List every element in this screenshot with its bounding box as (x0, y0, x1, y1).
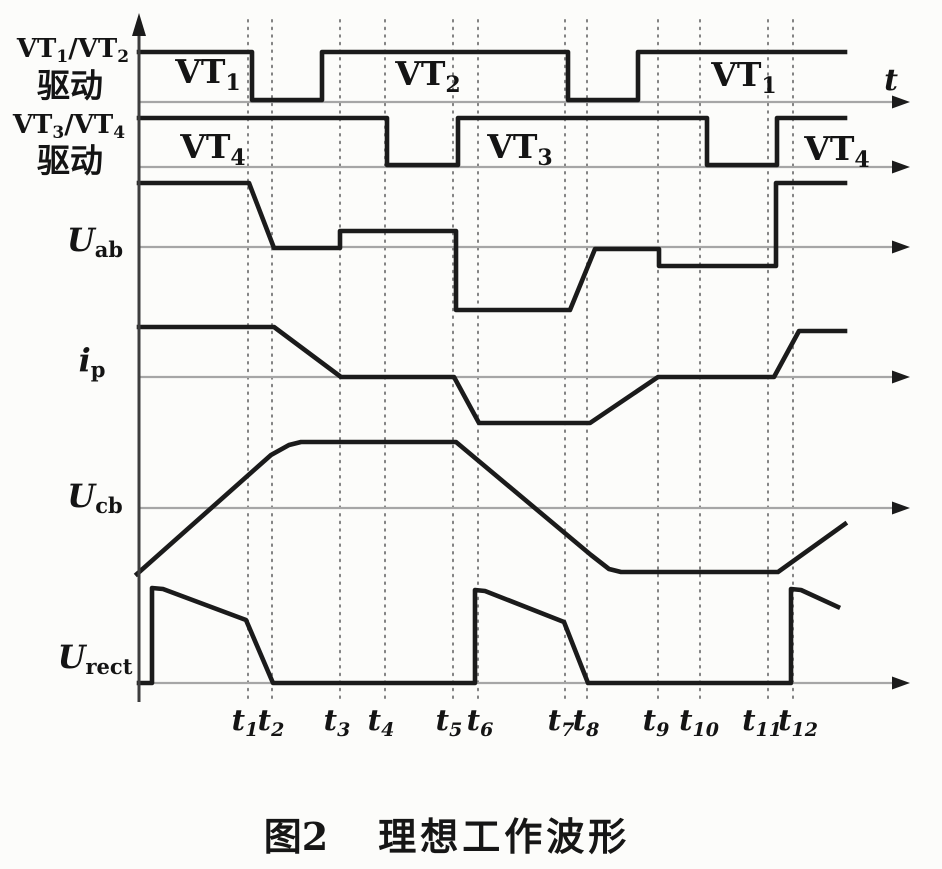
signal-label-u-cb: Ucb (67, 477, 122, 518)
row-u-rect: Urect (58, 585, 910, 690)
tick-label-t11: t11 (742, 703, 782, 741)
caption-title: 理想工作波形 (378, 814, 631, 859)
signal-label-vt1-vt2-drive: VT1/VT2 (16, 34, 129, 67)
row-u-ab: Uab (67, 180, 910, 313)
time-axis-arrow-icon (892, 676, 910, 690)
trace-i-p (136, 324, 848, 426)
tick-label-t5: t5 (436, 703, 463, 741)
tick-label-t12: t12 (778, 703, 818, 741)
signal-label-u-ab: Uab (67, 221, 123, 262)
tick-label-t4: t4 (368, 703, 395, 741)
trace-vt3-vt4-drive (136, 115, 848, 168)
tick-label-t7: t7 (548, 703, 575, 741)
time-axis-arrow-icon (892, 370, 910, 384)
figure-caption: 图2 理想工作波形 (0, 806, 918, 861)
annotation-vt1-vt2-drive-2: VT1 (710, 55, 776, 99)
time-axis-arrow-icon (892, 501, 910, 515)
caption-number: 图2 (263, 814, 329, 859)
signal-label-u-rect: Urect (58, 638, 133, 679)
annotation-vt1-vt2-drive-1: VT2 (394, 54, 460, 98)
tick-label-t6: t6 (467, 703, 494, 741)
tick-label-t9: t9 (643, 703, 670, 741)
trace-u-rect (136, 585, 842, 686)
vertical-axis-arrow-icon (132, 13, 146, 36)
trace-u-cb (133, 439, 849, 578)
annotation-vt1-vt2-drive-0: VT1 (174, 52, 240, 96)
trace-u-ab (136, 180, 848, 313)
trace-vt1-vt2-drive (136, 49, 848, 103)
row-u-cb: Ucb (67, 439, 910, 578)
time-axis-arrow-icon (892, 240, 910, 254)
time-axis-arrow-icon (892, 160, 910, 174)
time-axis-arrow-icon (892, 95, 910, 109)
row-i-p: ip (79, 324, 910, 426)
signal-label-vt1-vt2-drive-line2: 驱动 (37, 66, 103, 105)
tick-label-t1: t1 (232, 703, 259, 741)
annotation-vt3-vt4-drive-2: VT4 (803, 129, 869, 173)
tick-label-t2: t2 (258, 703, 285, 741)
annotation-vt3-vt4-drive-1: VT3 (486, 127, 552, 171)
tick-label-t10: t10 (679, 703, 719, 741)
signal-label-vt3-vt4-drive: VT3/VT4 (12, 110, 125, 143)
signal-label-vt3-vt4-drive-line2: 驱动 (37, 141, 103, 180)
annotation-vt1-vt2-drive-3: t (884, 63, 898, 98)
signal-label-i-p: ip (79, 341, 106, 382)
tick-label-t3: t3 (324, 703, 351, 741)
tick-label-t8: t8 (573, 703, 600, 741)
annotation-vt3-vt4-drive-0: VT4 (179, 127, 245, 171)
